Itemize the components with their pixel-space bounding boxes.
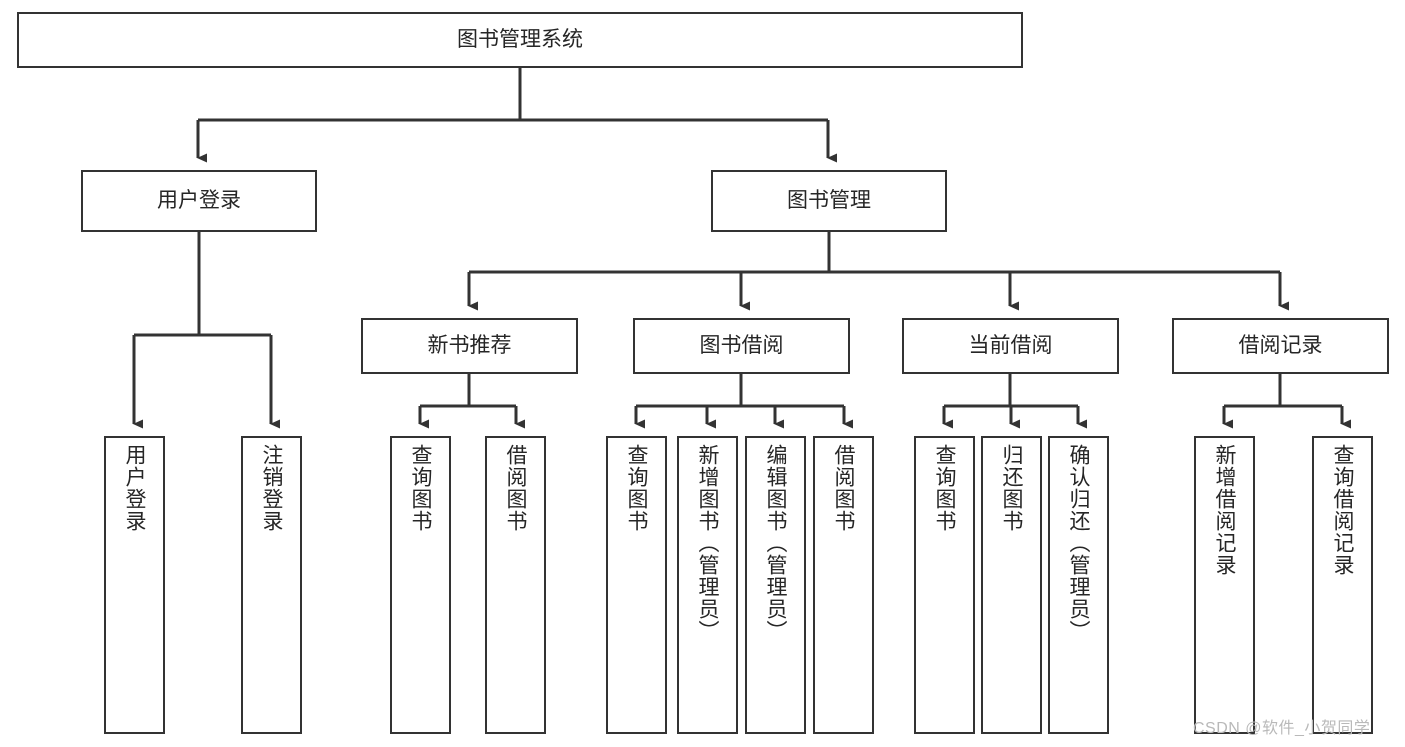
node-leaf-query-book-2[interactable]: 查询图书 — [606, 436, 667, 734]
node-current-borrow-label: 当前借阅 — [968, 333, 1053, 357]
node-leaf-add-record-label: 新增借阅记录 — [1213, 444, 1236, 576]
node-leaf-borrow-book-1-label: 借阅图书 — [504, 444, 527, 532]
node-leaf-borrow-book-2-label: 借阅图书 — [832, 444, 855, 532]
node-leaf-add-book-label: 新增图书（管理员） — [696, 444, 719, 642]
node-leaf-query-book-3-label: 查询图书 — [933, 444, 956, 532]
node-user-login-label: 用户登录 — [157, 188, 241, 212]
node-user-login[interactable]: 用户登录 — [81, 170, 317, 232]
node-leaf-borrow-book-2[interactable]: 借阅图书 — [813, 436, 874, 734]
node-new-book-rec-label: 新书推荐 — [427, 333, 512, 357]
node-leaf-user-login[interactable]: 用户登录 — [104, 436, 165, 734]
node-borrow-record[interactable]: 借阅记录 — [1172, 318, 1389, 374]
node-current-borrow[interactable]: 当前借阅 — [902, 318, 1119, 374]
node-leaf-borrow-book-1[interactable]: 借阅图书 — [485, 436, 546, 734]
node-leaf-query-book-1[interactable]: 查询图书 — [390, 436, 451, 734]
node-book-borrow[interactable]: 图书借阅 — [633, 318, 850, 374]
node-leaf-return-book-label: 归还图书 — [1000, 444, 1023, 532]
node-leaf-confirm-return-label: 确认归还（管理员） — [1067, 444, 1090, 642]
node-leaf-query-book-3[interactable]: 查询图书 — [914, 436, 975, 734]
node-leaf-confirm-return[interactable]: 确认归还（管理员） — [1048, 436, 1109, 734]
csdn-watermark: CSDN @软件_小贺同学 — [1193, 720, 1371, 737]
node-root[interactable]: 图书管理系统 — [17, 12, 1023, 68]
node-leaf-query-book-2-label: 查询图书 — [625, 444, 648, 532]
node-leaf-add-record[interactable]: 新增借阅记录 — [1194, 436, 1255, 734]
node-leaf-add-book[interactable]: 新增图书（管理员） — [677, 436, 738, 734]
node-leaf-logout-label: 注销登录 — [260, 444, 283, 532]
node-root-label: 图书管理系统 — [457, 27, 583, 51]
node-book-manage[interactable]: 图书管理 — [711, 170, 947, 232]
node-leaf-user-login-label: 用户登录 — [123, 444, 146, 532]
node-leaf-query-record-label: 查询借阅记录 — [1331, 444, 1354, 576]
node-leaf-edit-book[interactable]: 编辑图书（管理员） — [745, 436, 806, 734]
node-leaf-edit-book-label: 编辑图书（管理员） — [764, 444, 787, 642]
node-leaf-return-book[interactable]: 归还图书 — [981, 436, 1042, 734]
node-book-manage-label: 图书管理 — [787, 188, 871, 212]
node-new-book-rec[interactable]: 新书推荐 — [361, 318, 578, 374]
node-leaf-query-record[interactable]: 查询借阅记录 — [1312, 436, 1373, 734]
node-borrow-record-label: 借阅记录 — [1238, 333, 1323, 357]
node-book-borrow-label: 图书借阅 — [699, 333, 784, 357]
node-leaf-logout[interactable]: 注销登录 — [241, 436, 302, 734]
node-leaf-query-book-1-label: 查询图书 — [409, 444, 432, 532]
